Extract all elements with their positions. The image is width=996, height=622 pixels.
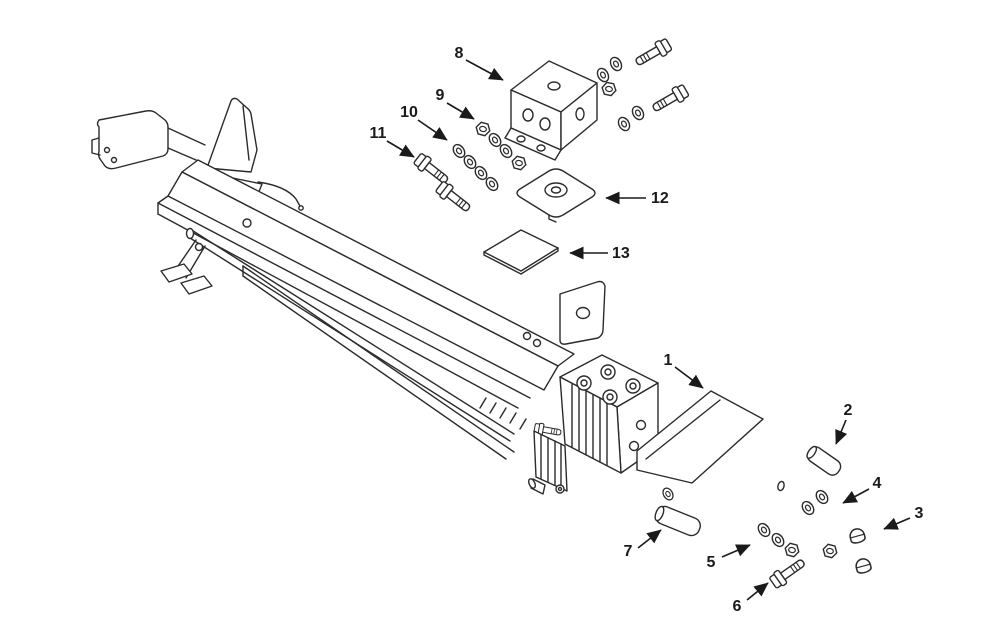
- callout-1: 1: [664, 352, 704, 389]
- callout-arrow: [637, 529, 662, 549]
- part-13-flat-plate: [483, 229, 559, 275]
- callout-label-12: 12: [651, 190, 669, 207]
- support-legs: [160, 239, 213, 295]
- callout-11: 11: [370, 125, 415, 158]
- part-7-handle-lever: [654, 480, 785, 537]
- callout-arrow: [674, 366, 704, 389]
- part-4-washers: [799, 487, 831, 518]
- callout-label-6: 6: [733, 598, 742, 615]
- callout-label-4: 4: [873, 475, 882, 492]
- callout-label-10: 10: [400, 104, 418, 121]
- part-10-washers: [450, 141, 501, 194]
- callout-label-9: 9: [436, 87, 445, 104]
- callout-10: 10: [400, 104, 448, 141]
- callout-5: 5: [707, 544, 751, 571]
- callout-arrow: [835, 419, 848, 445]
- callout-3: 3: [883, 505, 924, 530]
- part-8-hitch-bracket: [504, 60, 598, 161]
- callout-4: 4: [842, 475, 882, 504]
- callout-label-8: 8: [455, 45, 464, 62]
- part-2-sleeve: [806, 445, 842, 476]
- callouts: 8 9 10 11 12 13 1 2: [370, 45, 924, 615]
- callout-8: 8: [455, 45, 504, 81]
- callout-arrow: [746, 582, 769, 601]
- callout-label-13: 13: [612, 245, 630, 262]
- part-12-latch-plate: [516, 168, 596, 223]
- callout-arrow: [465, 59, 504, 81]
- part-3-cap-nuts: [847, 526, 873, 576]
- callout-arrow: [386, 140, 415, 158]
- callout-12: 12: [605, 190, 669, 207]
- foot-plate: [559, 280, 606, 345]
- main-assembly: [91, 97, 659, 495]
- callout-2: 2: [835, 402, 853, 445]
- part-6-bolt: [767, 554, 809, 591]
- part-5-washers-nut: [755, 520, 840, 560]
- main-beam: [157, 159, 575, 460]
- callout-9: 9: [436, 87, 475, 120]
- callout-label-2: 2: [844, 402, 853, 419]
- cylinder-end-cap: [91, 110, 206, 170]
- callout-arrow: [842, 488, 870, 504]
- callout-arrow: [446, 102, 475, 120]
- part-1-mount-plate: [636, 390, 764, 484]
- callout-6: 6: [733, 582, 769, 615]
- callout-7: 7: [624, 529, 662, 560]
- hardware-bolt-sets-top: [594, 36, 691, 134]
- callout-arrow: [417, 119, 448, 141]
- callout-label-11: 11: [370, 125, 387, 142]
- callout-label-1: 1: [664, 352, 673, 369]
- callout-arrow: [721, 544, 751, 558]
- callout-label-3: 3: [915, 505, 924, 522]
- engine-pump-assembly: [527, 354, 659, 495]
- callout-arrow: [883, 517, 911, 530]
- callout-13: 13: [569, 245, 630, 262]
- callout-label-5: 5: [707, 554, 716, 571]
- callout-label-7: 7: [624, 543, 633, 560]
